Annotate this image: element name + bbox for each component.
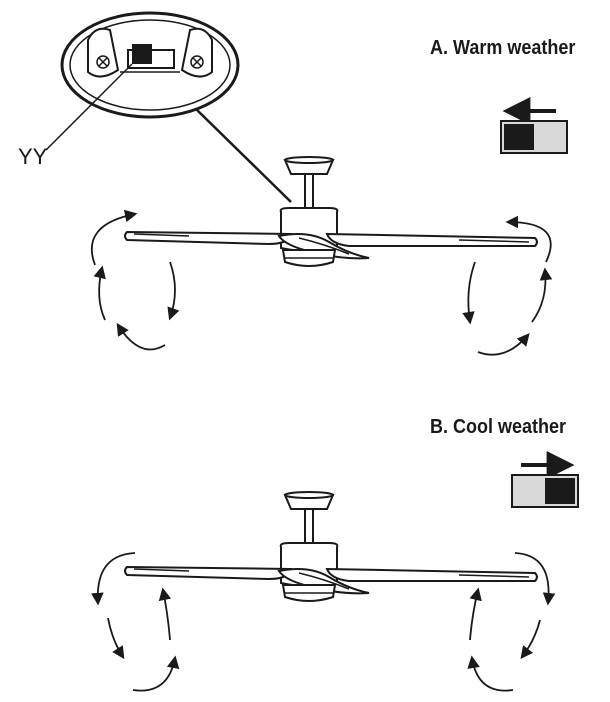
switch-callout-magnifier: [60, 11, 240, 119]
callout-label-yy: YY: [18, 144, 48, 169]
cool-weather-heading: B. Cool weather: [430, 416, 567, 438]
fan-cool-weather: [124, 491, 538, 602]
warm-weather-heading: A. Warm weather: [430, 37, 576, 59]
airflow-arrows-cool: [91, 552, 556, 692]
fan-warm-weather: [124, 156, 538, 267]
callout-leader-line: [196, 109, 292, 203]
switch-indicator-cool: [511, 451, 579, 508]
yy-leader-line: [45, 63, 133, 151]
airflow-arrows-warm: [90, 209, 553, 356]
switch-indicator-warm: [500, 97, 568, 154]
